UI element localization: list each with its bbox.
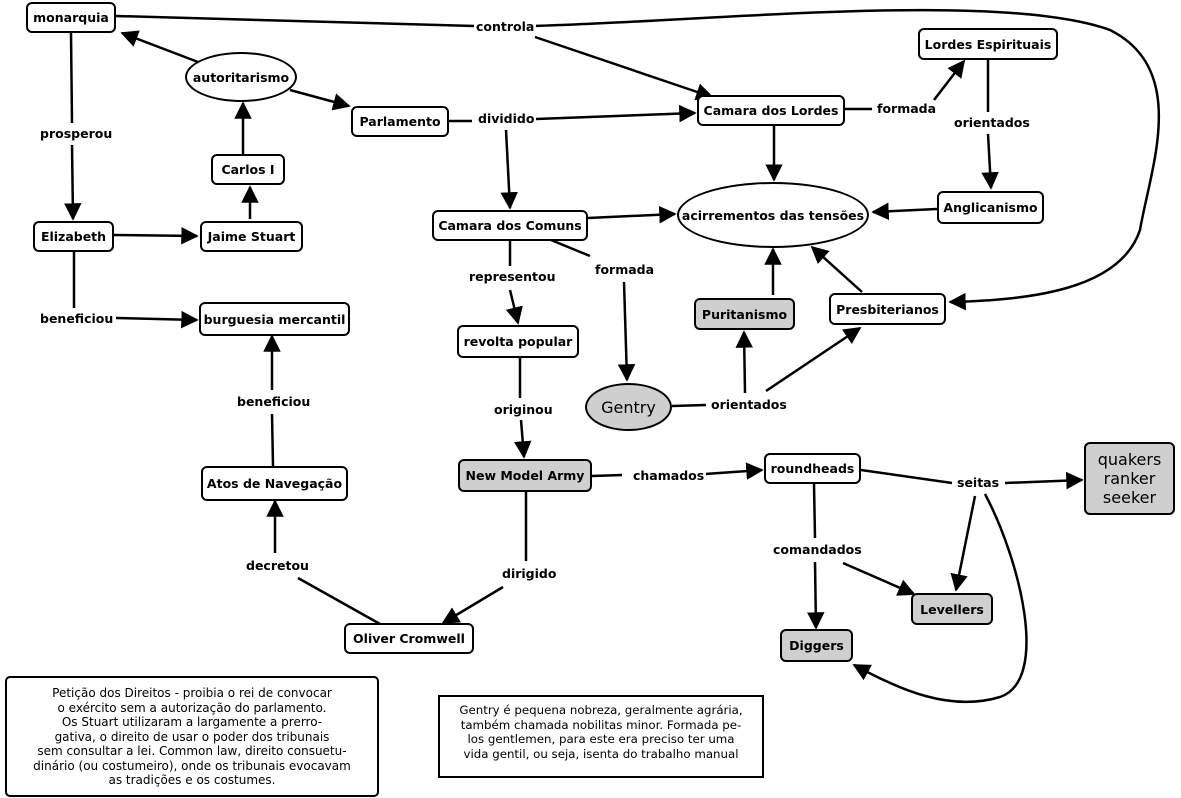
label-formada-comuns: formada xyxy=(593,262,657,277)
node-autoritarismo[interactable]: autoritarismo xyxy=(185,52,297,102)
node-camara-comuns[interactable]: Camara dos Comuns xyxy=(432,210,588,241)
label-dividido: dividido xyxy=(476,111,537,126)
label-prosperou: prosperou xyxy=(38,126,115,141)
node-puritanismo[interactable]: Puritanismo xyxy=(694,298,795,330)
label-decretou: decretou xyxy=(244,558,311,573)
node-elizabeth[interactable]: Elizabeth xyxy=(33,221,114,252)
node-acirramentos[interactable]: acirrementos das tensões xyxy=(677,182,869,248)
label-beneficiou-elizabeth: beneficiou xyxy=(38,311,116,326)
node-quakers-ranker-seeker[interactable]: quakers ranker seeker xyxy=(1084,442,1175,515)
label-originou: originou xyxy=(492,402,555,417)
label-orientados-lordes: orientados xyxy=(952,115,1032,130)
node-carlos-i[interactable]: Carlos I xyxy=(211,154,285,185)
note-gentry: Gentry é pequena nobreza, geralmente agr… xyxy=(438,695,764,778)
node-parlamento[interactable]: Parlamento xyxy=(351,106,449,137)
label-formada-lordes: formada xyxy=(875,101,939,116)
label-representou: representou xyxy=(467,269,558,284)
node-new-model-army[interactable]: New Model Army xyxy=(458,459,592,492)
node-anglicanismo[interactable]: Anglicanismo xyxy=(937,191,1044,224)
node-levellers[interactable]: Levellers xyxy=(911,593,993,625)
label-seitas: seitas xyxy=(955,475,1002,490)
node-presbiterianos[interactable]: Presbiterianos xyxy=(829,293,946,325)
node-monarquia[interactable]: monarquia xyxy=(26,2,116,33)
note-peticao-direitos: Petição dos Direitos - proibia o rei de … xyxy=(5,676,379,797)
node-diggers[interactable]: Diggers xyxy=(780,629,853,662)
node-jaime-stuart[interactable]: Jaime Stuart xyxy=(200,221,303,252)
label-beneficiou-atos: beneficiou xyxy=(235,394,313,409)
label-comandados: comandados xyxy=(771,542,864,557)
label-orientados-gentry: orientados xyxy=(709,397,789,412)
node-camara-lordes[interactable]: Camara dos Lordes xyxy=(697,95,845,126)
node-burguesia-mercantil[interactable]: burguesia mercantil xyxy=(199,302,350,336)
label-dirigido: dirigido xyxy=(500,566,559,581)
node-gentry[interactable]: Gentry xyxy=(585,383,672,431)
node-lordes-espirituais[interactable]: Lordes Espirituais xyxy=(918,28,1058,60)
label-chamados: chamados xyxy=(631,468,707,483)
node-oliver-cromwell[interactable]: Oliver Cromwell xyxy=(344,623,474,654)
node-revolta-popular[interactable]: revolta popular xyxy=(457,325,579,358)
node-atos-navegacao[interactable]: Atos de Navegação xyxy=(201,466,348,501)
label-controla: controla xyxy=(474,19,537,34)
node-roundheads[interactable]: roundheads xyxy=(764,453,861,484)
